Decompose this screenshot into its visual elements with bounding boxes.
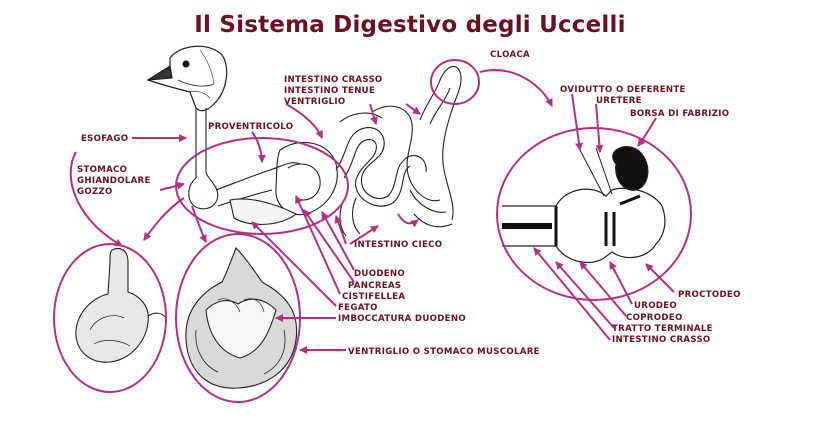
label-cistifellea: CISTIFELLEA (342, 292, 405, 302)
label-ventriglio-muscolare: VENTRIGLIO O STOMACO MUSCOLARE (348, 347, 540, 357)
label-proventricolo: PROVENTRICOLO (208, 122, 293, 132)
label-uretere: URETERE (596, 96, 642, 106)
leader-arrows (69, 69, 675, 354)
digestive-tract-drawing (188, 65, 462, 237)
label-esofago: ESOFAGO (81, 134, 128, 144)
crop-detail-drawing (75, 247, 167, 363)
label-coprodeo: COPRODEO (626, 313, 683, 323)
label-fegato: FEGATO (338, 303, 378, 313)
label-gozzo: GOZZO (77, 187, 113, 197)
label-duodeno: DUODENO (354, 269, 405, 279)
cloaca-circle (430, 59, 480, 105)
labels: CLOACA INTESTINO CRASSO INTESTINO TENUE … (77, 50, 741, 357)
label-intestino-cieco: INTESTINO CIECO (354, 240, 442, 250)
label-intestino-crasso: INTESTINO CRASSO (284, 75, 383, 85)
label-pancreas: PANCREAS (348, 281, 401, 291)
crop-circle (53, 243, 167, 393)
label-tratto-terminale: TRATTO TERMINALE (612, 324, 713, 334)
bird-head-drawing (146, 45, 228, 112)
cloaca-detail-drawing (502, 146, 666, 264)
label-ghiandolare: GHIANDOLARE (77, 176, 151, 186)
label-proctodeo: PROCTODEO (678, 290, 741, 300)
label-ovidutto: OVIDUTTO O DEFERENTE (560, 85, 686, 95)
label-urodeo: URODEO (634, 301, 677, 311)
label-imboccatura-duodeno: IMBOCCATURA DUODENO (338, 314, 466, 324)
label-borsa-fabrizio: BORSA DI FABRIZIO (630, 109, 729, 119)
label-intestino-tenue: INTESTINO TENUE (284, 86, 375, 96)
label-cloaca: CLOACA (490, 50, 530, 60)
cloaca-detail-circle (496, 127, 692, 301)
diagram-title: Il Sistema Digestivo degli Uccelli (194, 12, 626, 38)
label-stomaco: STOMACO (77, 165, 127, 175)
label-intestino-crasso-bottom: INTESTINO CRASSO (612, 335, 711, 345)
label-ventriglio: VENTRIGLIO (284, 97, 345, 107)
gizzard-section-drawing (185, 247, 298, 389)
